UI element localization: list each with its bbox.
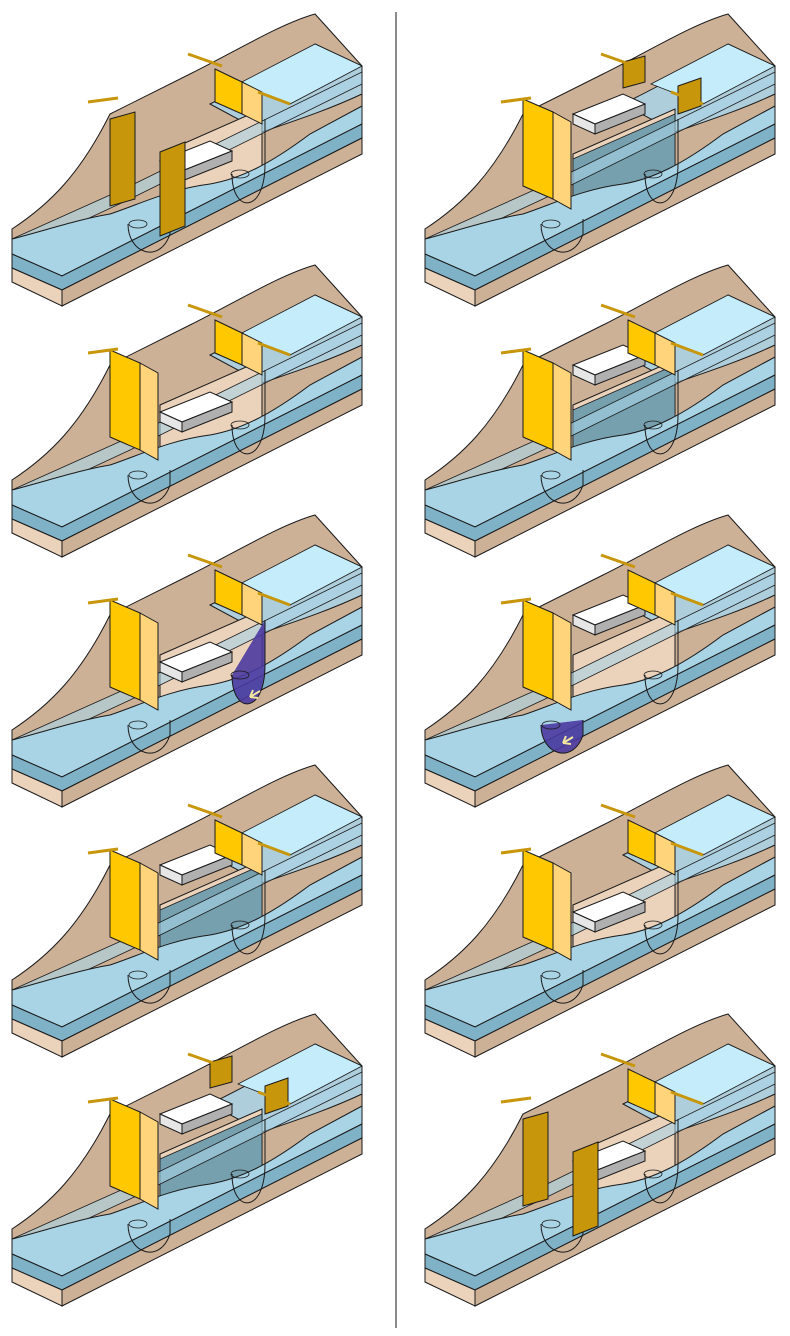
lower-gate-leaf-left bbox=[523, 99, 553, 199]
lower-gate-leaf-right bbox=[160, 142, 185, 236]
lock-panel-L1 bbox=[12, 14, 362, 306]
upper-gate-leaf-left bbox=[210, 1056, 232, 1088]
lower-gate-leaf-left bbox=[110, 1099, 140, 1199]
lower-gate-leaf-left bbox=[110, 112, 135, 206]
lower-gate-leaf-right bbox=[573, 1142, 598, 1236]
lower-gate-leaf-right bbox=[553, 863, 571, 960]
lock-panel-L3 bbox=[12, 515, 362, 807]
lower-gate-leaf-left bbox=[523, 850, 553, 950]
lower-gate-leaf-left bbox=[110, 600, 140, 700]
lock-panel-L4 bbox=[12, 765, 362, 1057]
lower-gate-leaf-right bbox=[553, 613, 571, 710]
lower-gate-leaf-right bbox=[140, 863, 158, 960]
lower-gate-leaf-right bbox=[140, 613, 158, 710]
lock-panel-R3 bbox=[425, 515, 775, 807]
lower-gate-leaf-right bbox=[553, 112, 571, 209]
lower-gate-leaf-left bbox=[110, 350, 140, 450]
lower-gate-leaf-left bbox=[523, 350, 553, 450]
lower-gate-leaf-right bbox=[140, 363, 158, 460]
lower-gate-leaf-left bbox=[523, 1112, 548, 1206]
lower-gate-leaf-left bbox=[523, 600, 553, 700]
lower-gate-beam bbox=[88, 98, 118, 102]
lock-panel-R4 bbox=[425, 765, 775, 1057]
lower-gate-beam bbox=[501, 1098, 531, 1102]
upper-gate-leaf-left bbox=[623, 56, 645, 88]
lock-panel-R2 bbox=[425, 265, 775, 557]
lock-panel-R1 bbox=[425, 14, 775, 306]
lock-panel-L5 bbox=[12, 1014, 362, 1306]
lower-gate-leaf-right bbox=[140, 1112, 158, 1209]
lower-gate-leaf-right bbox=[553, 363, 571, 460]
lower-gate-leaf-left bbox=[110, 850, 140, 950]
lock-panel-L2 bbox=[12, 265, 362, 557]
lock-panel-R5 bbox=[425, 1014, 775, 1306]
